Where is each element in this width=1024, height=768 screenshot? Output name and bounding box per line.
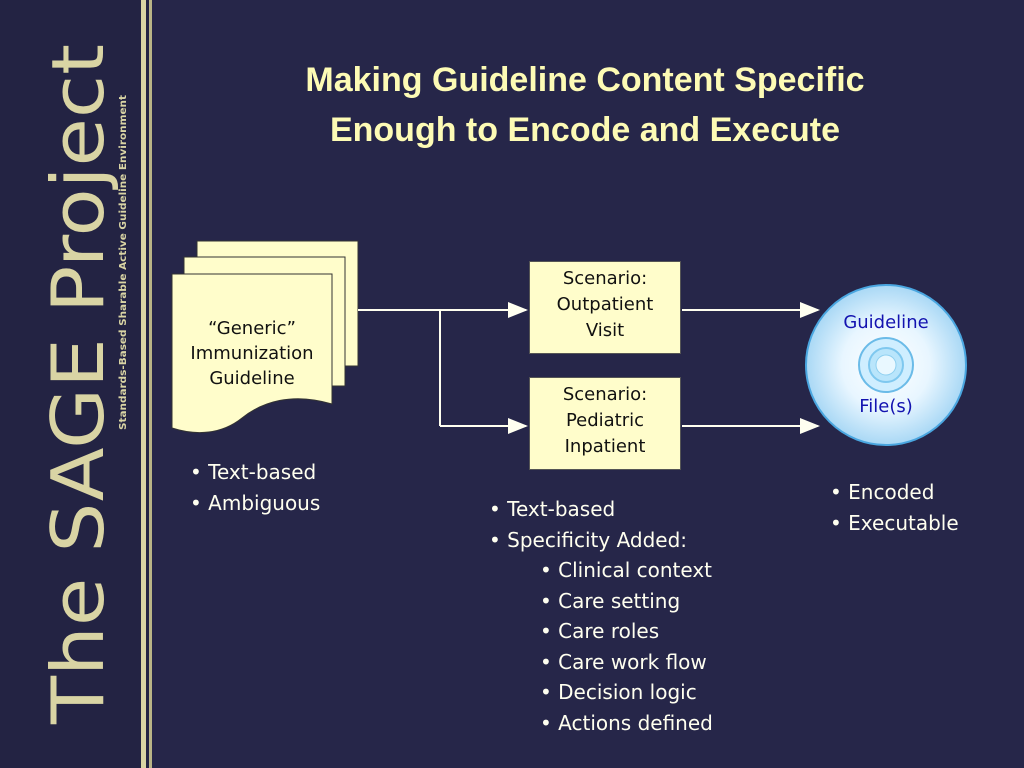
list-item: Text-based xyxy=(489,494,687,525)
sage-logo: The SAGE Project Standards-Based Sharabl… xyxy=(36,44,129,725)
slide-title: Making Guideline Content Specific Enough… xyxy=(200,55,970,155)
scenario-outpatient-box: Scenario: Outpatient Visit xyxy=(529,261,681,354)
title-line-1: Making Guideline Content Specific xyxy=(305,61,865,99)
sidebar-banner xyxy=(0,0,150,768)
sidebar-divider xyxy=(141,0,146,768)
document-page-front xyxy=(171,273,333,434)
list-item: Executable xyxy=(830,508,959,539)
bullets-specificity-added: Clinical context Care setting Care roles… xyxy=(540,555,713,738)
generic-guideline-label: “Generic” Immunization Guideline xyxy=(172,316,332,391)
list-item: Care roles xyxy=(540,616,713,647)
connector-lines xyxy=(358,302,820,434)
generic-guideline-line-1: “Generic” xyxy=(208,318,296,339)
list-item: Encoded xyxy=(830,477,959,508)
scenario-pediatric-line-2: Pediatric xyxy=(565,410,645,431)
bullets-generic-guideline: Text-based Ambiguous xyxy=(190,457,320,518)
generic-guideline-line-2: Immunization xyxy=(190,343,314,364)
disc-hole xyxy=(875,354,897,376)
scenario-pediatric-line-1: Scenario: xyxy=(562,384,648,405)
title-line-2: Enough to Encode and Execute xyxy=(329,111,841,149)
scenario-pediatric-line-3: Inpatient xyxy=(564,436,646,457)
list-item: Care setting xyxy=(540,586,713,617)
list-item: Specificity Added: xyxy=(489,525,687,556)
scenario-pediatric-box: Scenario: Pediatric Inpatient xyxy=(529,377,681,470)
list-item: Ambiguous xyxy=(190,488,320,519)
disc-label-guideline: Guideline xyxy=(843,312,929,333)
document-stack-icon xyxy=(171,240,359,434)
list-item: Decision logic xyxy=(540,677,713,708)
scenario-outpatient-line-3: Visit xyxy=(585,320,625,341)
logo-main-text: The SAGE Project xyxy=(36,44,120,725)
disc-label-files: File(s) xyxy=(859,396,913,417)
generic-guideline-line-3: Guideline xyxy=(209,368,295,389)
bullets-guideline-files: Encoded Executable xyxy=(830,477,959,538)
list-item: Clinical context xyxy=(540,555,713,586)
bullets-scenarios: Text-based Specificity Added: xyxy=(489,494,687,555)
scenario-outpatient-line-2: Outpatient xyxy=(556,294,654,315)
guideline-disc-icon xyxy=(805,284,967,446)
list-item: Text-based xyxy=(190,457,320,488)
sidebar-divider-thin xyxy=(149,0,152,768)
scenario-outpatient-line-1: Scenario: xyxy=(562,268,648,289)
list-item: Care work flow xyxy=(540,647,713,678)
list-item: Actions defined xyxy=(540,708,713,739)
logo-subtitle: Standards-Based Sharable Active Guidelin… xyxy=(118,95,129,430)
